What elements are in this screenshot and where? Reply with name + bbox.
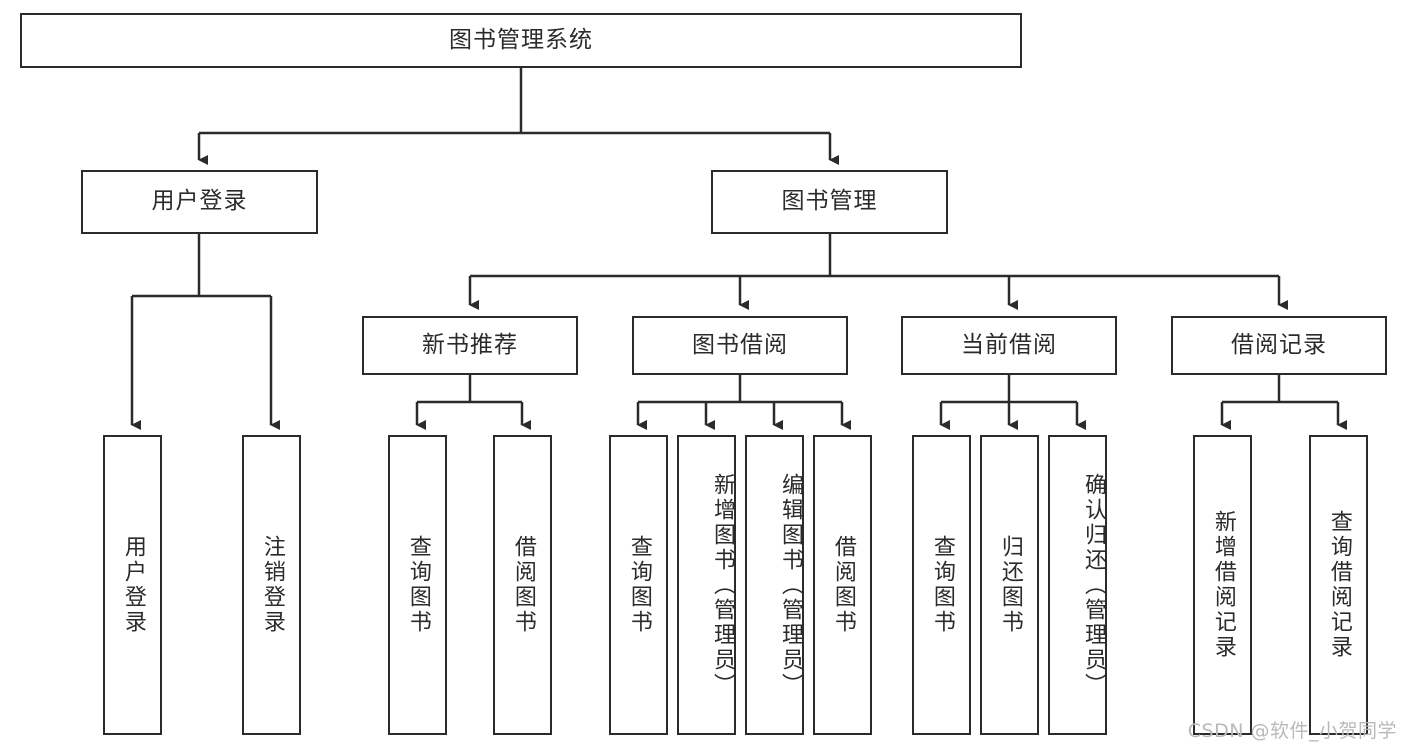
- node-user-login[interactable]: 用户登录: [81, 170, 318, 234]
- node-leaf-add-borrow-record[interactable]: 新增借阅记录: [1193, 435, 1252, 735]
- node-leaf-query-book-borrow[interactable]: 查询图书: [609, 435, 668, 735]
- node-leaf-borrow-book[interactable]: 借阅图书: [813, 435, 872, 735]
- node-book-borrow[interactable]: 图书借阅: [632, 316, 848, 375]
- node-leaf-return-book[interactable]: 归还图书: [980, 435, 1039, 735]
- node-label: 图书借阅: [692, 331, 788, 358]
- node-leaf-logout[interactable]: 注销登录: [242, 435, 301, 735]
- node-label: 归还图书: [997, 535, 1023, 635]
- node-leaf-user-login[interactable]: 用户登录: [103, 435, 162, 735]
- node-label: 图书管理: [781, 188, 878, 215]
- node-label: 查询借阅记录: [1326, 510, 1352, 660]
- node-label: 借阅图书: [830, 535, 856, 635]
- node-label: 编辑图书（管理员）: [778, 472, 803, 698]
- node-label: 确认归还（管理员）: [1081, 472, 1106, 698]
- node-label: 新增图书（管理员）: [710, 472, 735, 698]
- node-leaf-query-borrow-record[interactable]: 查询借阅记录: [1309, 435, 1368, 735]
- node-label: 新增借阅记录: [1210, 510, 1236, 660]
- node-label: 注销登录: [259, 535, 285, 635]
- node-root-book-management-system[interactable]: 图书管理系统: [20, 13, 1022, 68]
- node-label: 借阅记录: [1231, 331, 1327, 358]
- node-leaf-query-book-recommend[interactable]: 查询图书: [388, 435, 447, 735]
- node-label: 查询图书: [626, 535, 652, 635]
- node-leaf-borrow-book-recommend[interactable]: 借阅图书: [493, 435, 552, 735]
- node-label: 查询图书: [929, 535, 955, 635]
- node-leaf-edit-book-admin[interactable]: 编辑图书（管理员）: [745, 435, 804, 735]
- node-current-borrow[interactable]: 当前借阅: [901, 316, 1117, 375]
- node-label: 用户登录: [151, 188, 248, 215]
- node-label: 借阅图书: [510, 535, 536, 635]
- node-leaf-add-book-admin[interactable]: 新增图书（管理员）: [677, 435, 736, 735]
- watermark-text: CSDN @软件_小贺同学: [1187, 720, 1397, 742]
- node-label: 用户登录: [120, 535, 146, 635]
- node-label: 图书管理系统: [449, 26, 593, 53]
- node-label: 新书推荐: [422, 331, 518, 358]
- node-label: 当前借阅: [961, 331, 1057, 358]
- node-book-management[interactable]: 图书管理: [711, 170, 948, 234]
- node-leaf-query-book-current[interactable]: 查询图书: [912, 435, 971, 735]
- node-leaf-confirm-return-admin[interactable]: 确认归还（管理员）: [1048, 435, 1107, 735]
- node-label: 查询图书: [405, 535, 431, 635]
- node-borrow-records[interactable]: 借阅记录: [1171, 316, 1387, 375]
- node-new-book-recommend[interactable]: 新书推荐: [362, 316, 578, 375]
